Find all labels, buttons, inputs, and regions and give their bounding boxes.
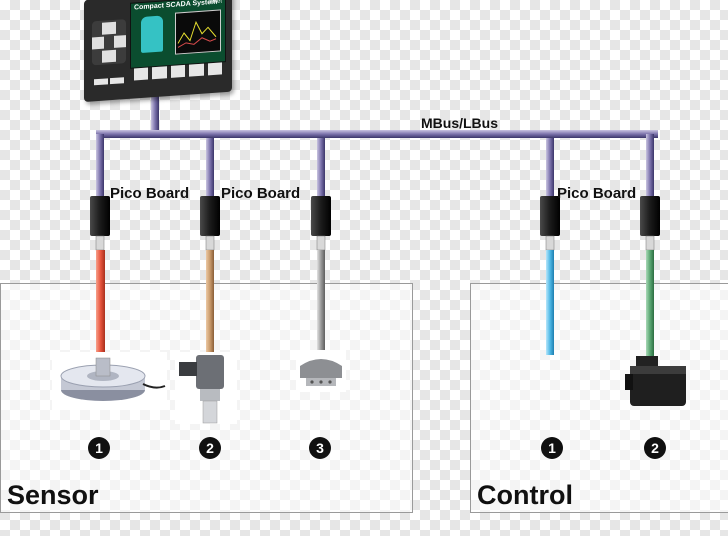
probe-sensor-icon — [296, 350, 346, 392]
connector-4 — [540, 196, 560, 251]
bus-drop-4 — [546, 138, 554, 196]
bus-drop-2 — [206, 138, 214, 196]
tank-icon — [141, 15, 163, 54]
connector-3 — [311, 196, 331, 251]
sensor-number-3: 3 — [309, 437, 331, 459]
connector-5 — [640, 196, 660, 251]
sensor-number-2: 2 — [199, 437, 221, 459]
scada-controller[interactable]: Compact SCADA System eNet — [84, 0, 232, 102]
controller-bus-drop — [151, 92, 159, 134]
soft-key-5[interactable] — [207, 62, 223, 76]
main-bus-line — [96, 130, 658, 138]
soft-key-4[interactable] — [189, 63, 204, 77]
load-cell-icon — [52, 352, 167, 410]
green-cable — [646, 250, 654, 360]
connector-2 — [200, 196, 220, 251]
soft-key-1[interactable] — [134, 67, 149, 81]
blue-cable — [546, 250, 554, 355]
pico-board-label-3: Pico Board — [557, 185, 637, 202]
bus-drop-3 — [317, 138, 325, 196]
sensor-group-title: Sensor — [7, 480, 99, 510]
pressure-transducer-icon — [175, 352, 237, 424]
bus-drop-1 — [96, 134, 104, 196]
bus-drop-5 — [646, 134, 654, 196]
pico-board-label-2: Pico Board — [221, 185, 301, 202]
bus-label: MBus/LBus — [421, 115, 498, 131]
sensor-number-1: 1 — [88, 437, 110, 459]
sd-slot[interactable] — [110, 77, 124, 85]
connectors — [90, 196, 660, 251]
trend-graph-icon — [175, 9, 221, 55]
control-group-title: Control — [477, 480, 573, 510]
controller-screen: Compact SCADA System eNet — [130, 0, 226, 69]
control-number-1: 1 — [541, 437, 563, 459]
usb-port[interactable] — [94, 78, 108, 86]
controller-brand: eNet — [209, 0, 222, 6]
soft-key-2[interactable] — [152, 66, 167, 80]
bronze-cable — [206, 250, 214, 358]
pico-board-label-1: Pico Board — [110, 185, 190, 202]
motor-icon — [625, 356, 686, 406]
control-number-2: 2 — [644, 437, 666, 459]
bus-drops — [96, 134, 654, 196]
red-cable — [96, 250, 105, 360]
navigation-pad-icon[interactable] — [92, 19, 126, 66]
soft-key-3[interactable] — [170, 64, 186, 78]
connector-1 — [90, 196, 110, 251]
gray-cable — [317, 250, 325, 355]
